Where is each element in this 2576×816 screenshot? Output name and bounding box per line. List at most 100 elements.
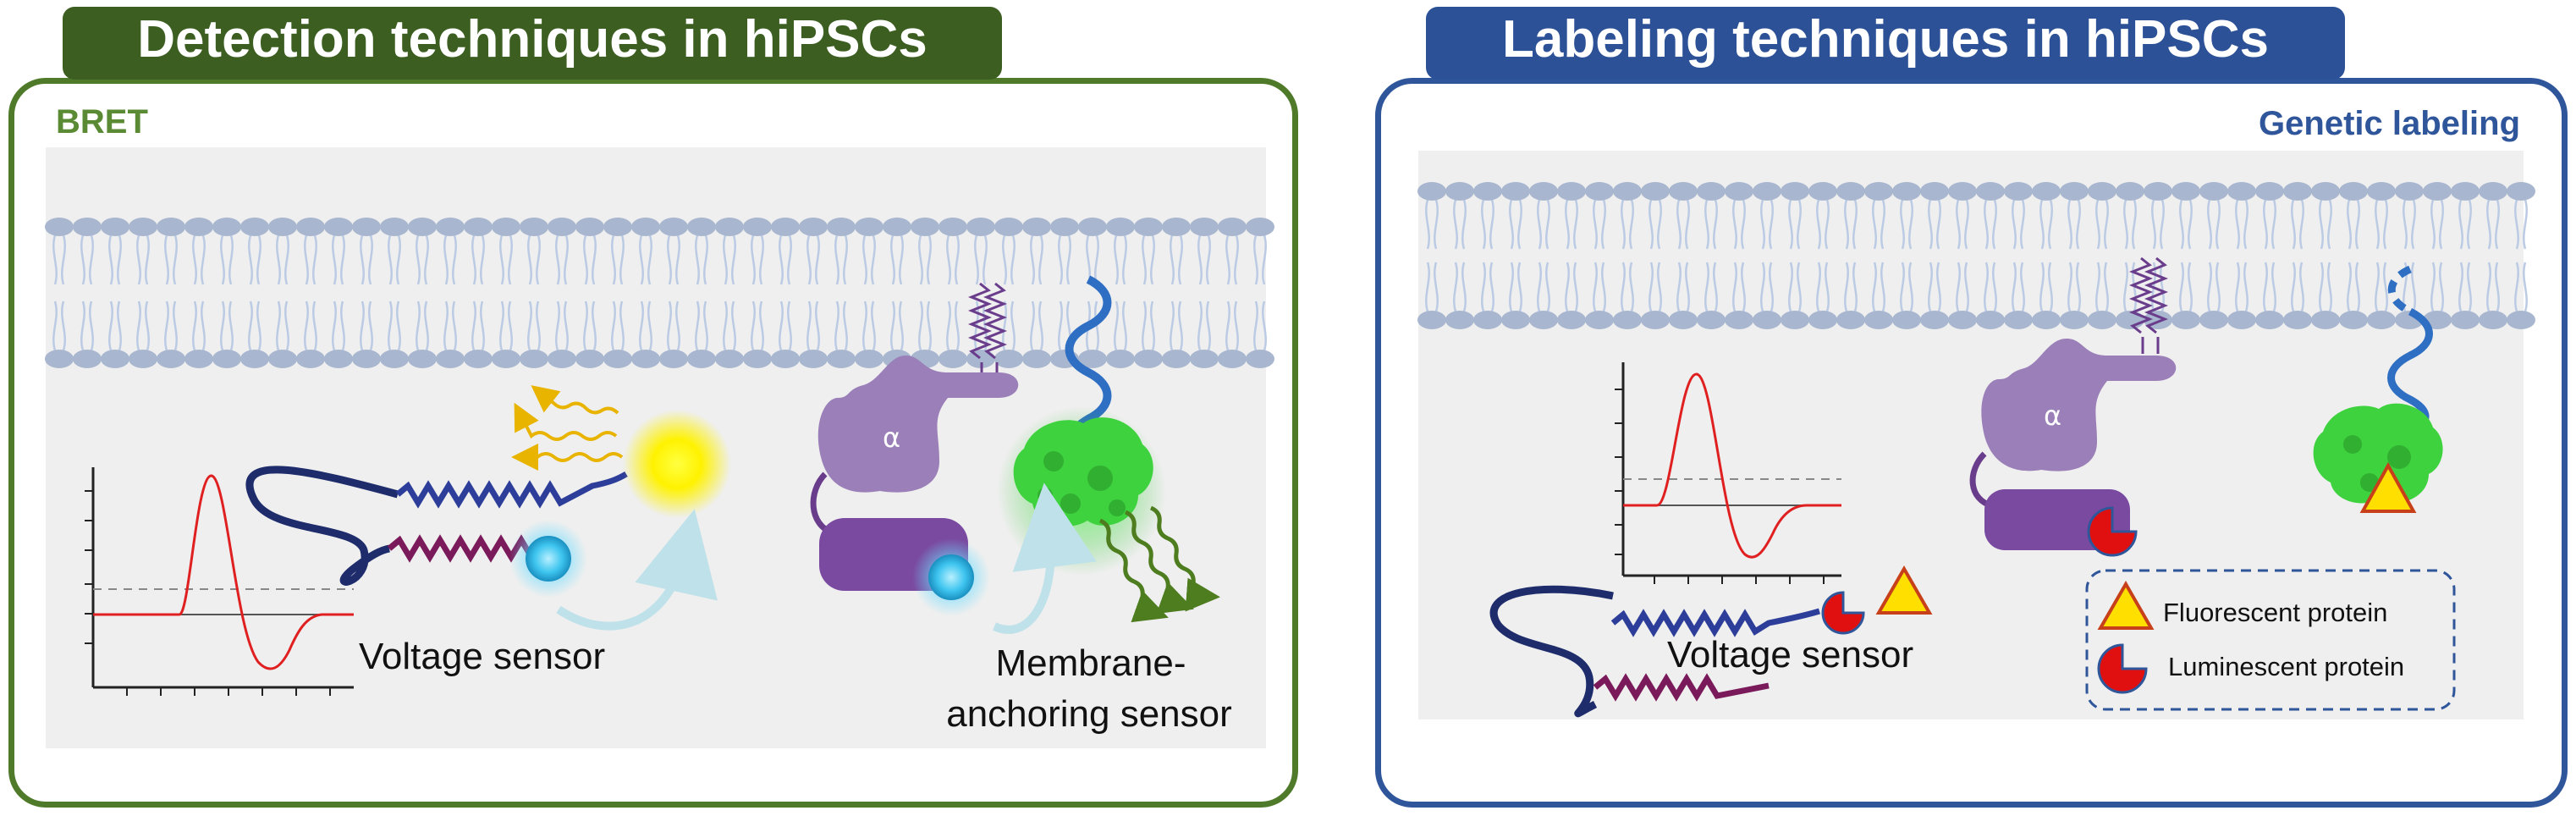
lipid-head bbox=[1725, 182, 1753, 201]
lipid-head bbox=[2060, 182, 2089, 201]
lipid-head bbox=[548, 350, 576, 368]
lipid-head bbox=[799, 350, 828, 368]
lipid-head bbox=[1781, 311, 1809, 329]
lipid-head bbox=[715, 218, 744, 236]
lipid-head bbox=[1078, 350, 1107, 368]
lipid-head bbox=[1134, 350, 1163, 368]
luciferase-blue-sphere-membrane bbox=[928, 554, 974, 600]
lipid-head bbox=[129, 350, 157, 368]
lipid-head bbox=[2171, 182, 2200, 201]
lipid-head bbox=[1753, 311, 1781, 329]
lipid-head bbox=[296, 350, 325, 368]
left-voltage-sensor bbox=[245, 385, 731, 631]
lipid-head bbox=[1892, 182, 1921, 201]
left-lipid-bilayer bbox=[45, 218, 1274, 368]
lipid-head bbox=[2479, 311, 2507, 329]
lipid-head bbox=[1557, 311, 1586, 329]
lipid-head bbox=[2004, 182, 2033, 201]
lipid-head bbox=[1106, 218, 1135, 236]
lipid-head bbox=[2171, 311, 2200, 329]
left-action-potential-plot bbox=[85, 467, 354, 696]
lipid-head bbox=[1417, 311, 1446, 329]
lipid-head bbox=[1501, 182, 1530, 201]
lipid-head bbox=[73, 350, 102, 368]
lipid-head bbox=[938, 218, 967, 236]
legend-luminescent-icon bbox=[2097, 643, 2148, 694]
lipid-head bbox=[687, 350, 716, 368]
left-panel-title: Detection techniques in hiPSCs bbox=[63, 7, 1002, 80]
lipid-head bbox=[938, 350, 967, 368]
lipid-head bbox=[2479, 182, 2507, 201]
lipid-head bbox=[1246, 218, 1274, 236]
lipid-head bbox=[324, 218, 353, 236]
lipid-head bbox=[1022, 218, 1051, 236]
lipid-head bbox=[1162, 218, 1191, 236]
right-voltage-sensor bbox=[1489, 565, 1933, 718]
lipid-head bbox=[1836, 182, 1865, 201]
lipid-head bbox=[1218, 218, 1247, 236]
lipid-head bbox=[2144, 182, 2172, 201]
lipid-head bbox=[1190, 350, 1219, 368]
luciferase-blue-sphere-left bbox=[526, 536, 571, 582]
lipid-head bbox=[1162, 350, 1191, 368]
lipid-head bbox=[575, 350, 604, 368]
luminescent-protein-g-protein bbox=[2087, 506, 2138, 557]
membrane-anchoring-label-line1: Membrane- bbox=[996, 642, 1186, 684]
lipid-head bbox=[1808, 311, 1837, 329]
lipid-head bbox=[911, 218, 939, 236]
right-action-potential-plot bbox=[1615, 362, 1841, 584]
lipid-head bbox=[1557, 182, 1586, 201]
lipid-head bbox=[2088, 182, 2116, 201]
right-g-protein: α bbox=[1969, 256, 2177, 557]
lipid-head bbox=[2199, 182, 2228, 201]
lipid-head bbox=[1529, 311, 1558, 329]
lipid-head bbox=[129, 218, 157, 236]
lipid-head bbox=[1725, 311, 1753, 329]
lipid-head bbox=[1613, 182, 1642, 201]
lipid-head bbox=[2507, 182, 2535, 201]
lipid-head bbox=[520, 350, 548, 368]
lipid-head bbox=[966, 218, 995, 236]
lipid-head bbox=[184, 350, 213, 368]
lipid-head bbox=[994, 350, 1023, 368]
lipid-head bbox=[1613, 311, 1642, 329]
right-voltage-sensor-label: Voltage sensor bbox=[1667, 634, 1913, 675]
lipid-head bbox=[1920, 311, 1949, 329]
lipid-head bbox=[771, 218, 800, 236]
lipid-head bbox=[408, 218, 437, 236]
lipid-head bbox=[1050, 218, 1079, 236]
legend-fluorescent-icon bbox=[2097, 580, 2155, 630]
lipid-head bbox=[827, 218, 856, 236]
lipid-head bbox=[296, 218, 325, 236]
lipid-head bbox=[2339, 311, 2368, 329]
lipid-head bbox=[101, 350, 129, 368]
lipid-head bbox=[2339, 182, 2368, 201]
left-alpha-subunit bbox=[817, 356, 1019, 493]
lipid-head bbox=[743, 218, 772, 236]
lipid-head bbox=[2255, 311, 2284, 329]
lipid-head bbox=[492, 350, 520, 368]
lipid-head bbox=[240, 218, 269, 236]
lipid-head bbox=[352, 350, 381, 368]
lipid-head bbox=[2088, 311, 2116, 329]
lipid-head bbox=[492, 218, 520, 236]
lipid-head bbox=[2227, 311, 2256, 329]
lipid-head bbox=[520, 218, 548, 236]
lipid-head bbox=[1585, 311, 1614, 329]
lipid-head bbox=[2367, 311, 2396, 329]
legend-box bbox=[2085, 569, 2456, 711]
lipid-head bbox=[1920, 182, 1949, 201]
left-voltage-sensor-label: Voltage sensor bbox=[359, 636, 605, 677]
legend: Fluorescent protein Luminescent protein bbox=[2085, 569, 2456, 711]
lipid-head bbox=[45, 350, 74, 368]
lipid-head bbox=[855, 350, 883, 368]
right-gfp-anchor bbox=[2313, 265, 2443, 513]
lipid-head bbox=[1864, 182, 1893, 201]
lipid-head bbox=[827, 350, 856, 368]
lipid-head bbox=[1106, 350, 1135, 368]
lipid-head bbox=[240, 350, 269, 368]
lipid-head bbox=[1641, 311, 1670, 329]
lipid-head bbox=[2423, 182, 2452, 201]
lipid-head bbox=[771, 350, 800, 368]
